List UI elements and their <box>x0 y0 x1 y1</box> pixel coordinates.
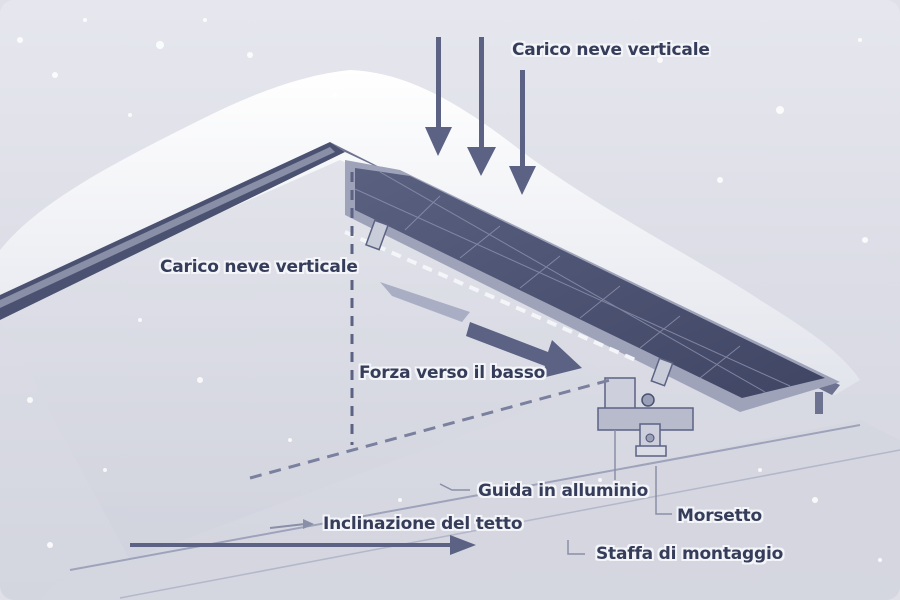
label-vertical-snow-load-left: Carico neve verticale <box>160 257 358 277</box>
downward-force-arrow <box>380 282 582 378</box>
snow-mound <box>0 70 860 395</box>
vertical-load-arrows <box>425 37 536 195</box>
rail-edge <box>344 230 641 364</box>
label-clamp: Morsetto <box>677 506 762 526</box>
label-downward-force: Forza verso il basso <box>359 363 546 383</box>
snowflakes <box>17 18 882 562</box>
label-roof-pitch: Inclinazione del tetto <box>323 514 523 534</box>
label-mounting-bracket: Staffa di montaggio <box>596 544 784 564</box>
roof-plane <box>40 420 900 600</box>
leader-lines <box>439 430 672 555</box>
label-aluminum-rail: Guida in alluminio <box>478 481 649 501</box>
roof-pitch-arrows <box>130 519 476 555</box>
diagonal-dashed-guide <box>249 378 611 480</box>
solar-panel <box>355 168 825 398</box>
clamp-assembly <box>597 377 694 457</box>
label-vertical-snow-load-top: Carico neve verticale <box>512 40 710 60</box>
